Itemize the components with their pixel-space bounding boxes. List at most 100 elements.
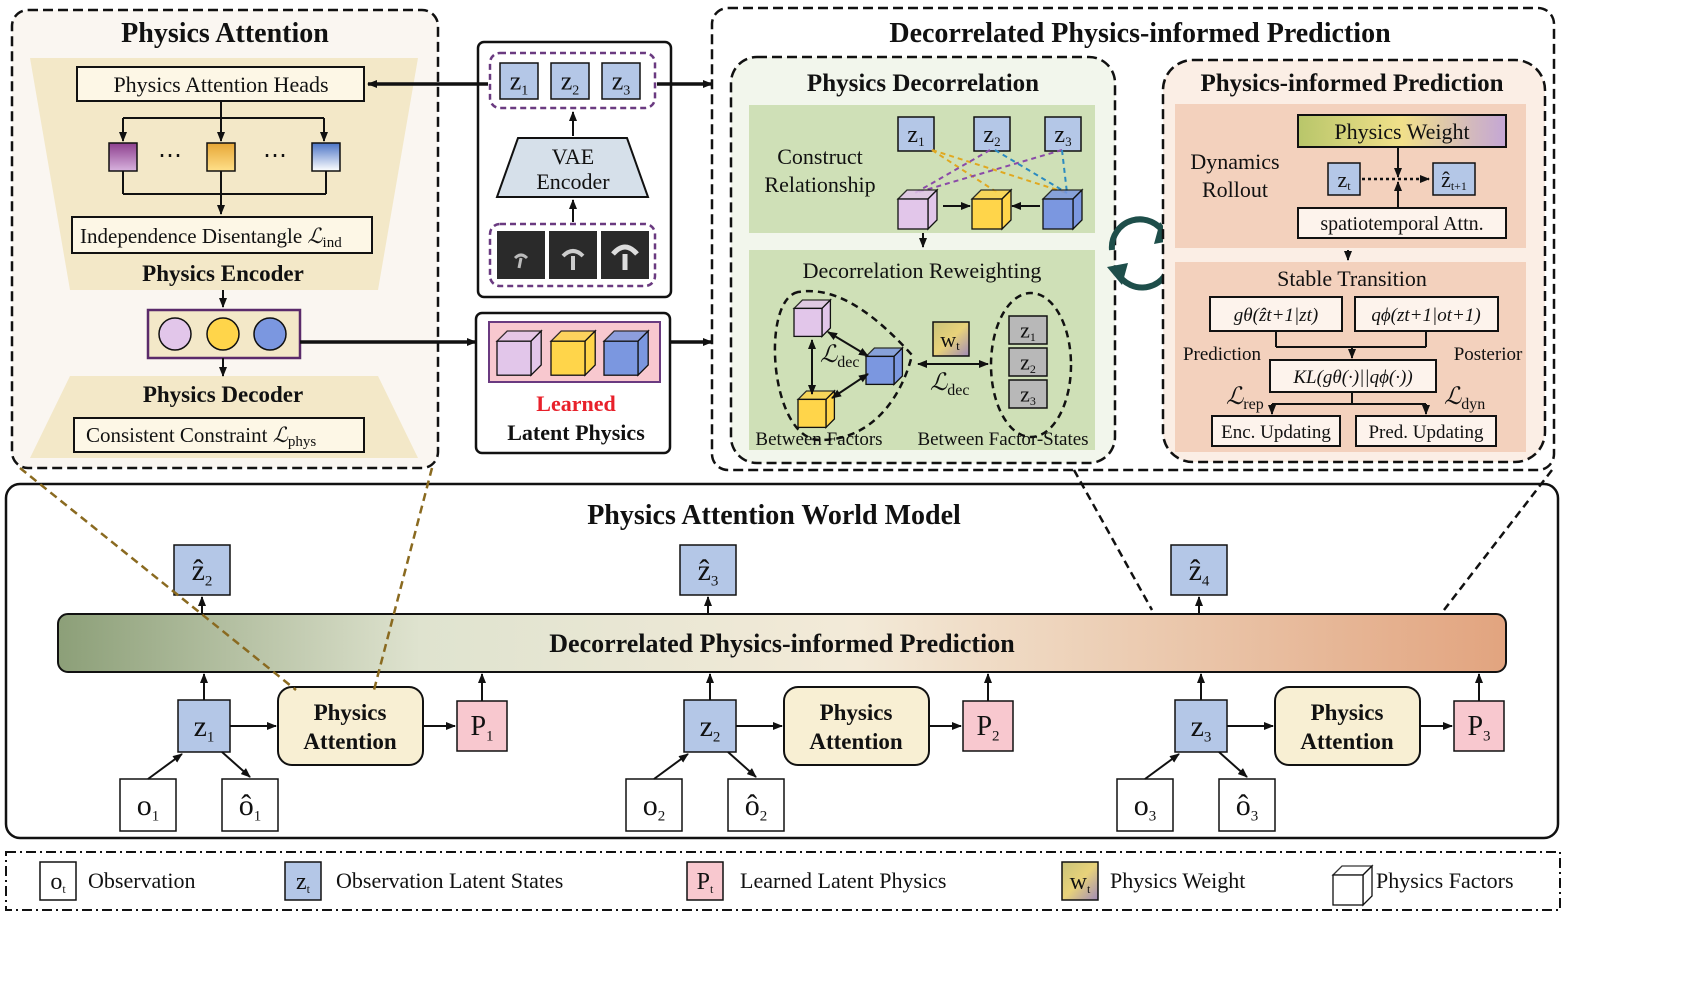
svg-text:z3: z3 bbox=[612, 67, 631, 99]
learned-cube-yellow bbox=[549, 329, 597, 377]
svg-text:o1: o1 bbox=[137, 789, 160, 824]
vae-latent-z2: z2 bbox=[550, 62, 590, 100]
latent-group bbox=[488, 51, 657, 110]
z-box-3: z3 bbox=[1174, 699, 1228, 753]
enc-updating-box bbox=[1211, 415, 1341, 447]
reweight-latent-z3: z3 bbox=[1008, 379, 1048, 409]
ohat-box-1: ô1 bbox=[221, 778, 279, 832]
dyn-zt-box bbox=[1327, 162, 1361, 196]
svg-text:Pt: Pt bbox=[697, 869, 714, 896]
physics-attention-title: Physics Attention bbox=[121, 18, 329, 49]
between-states-label: Between Factor-States bbox=[917, 429, 1088, 450]
legend-label-5: Physics Factors bbox=[1376, 868, 1514, 893]
svg-text:ẑ3: ẑ3 bbox=[698, 554, 719, 589]
l-dec-factors: ℒdec bbox=[820, 342, 860, 371]
physics-weight-box bbox=[1297, 114, 1507, 148]
legend-cube bbox=[1331, 864, 1374, 907]
ohat-box-2: ô2 bbox=[727, 778, 785, 832]
q-box bbox=[1354, 296, 1499, 332]
l-rep-label: ℒrep bbox=[1226, 384, 1264, 413]
attention-head-purple bbox=[108, 142, 138, 172]
svg-text:wt: wt bbox=[1070, 869, 1091, 896]
consistent-label: Consistent Constraint ℒphys bbox=[86, 423, 316, 450]
vae-encoder-shape bbox=[495, 137, 650, 198]
svg-text:z3: z3 bbox=[1054, 122, 1071, 149]
zoom-line-right-2 bbox=[1443, 469, 1553, 611]
svg-text:ô1: ô1 bbox=[239, 789, 262, 824]
construct-cube-yellow bbox=[970, 188, 1013, 231]
consistent-box bbox=[73, 417, 365, 453]
prediction-title: Physics-informed Prediction bbox=[1201, 70, 1504, 97]
l-dyn-label: ℒdyn bbox=[1444, 384, 1485, 413]
legend-sym-4: wt bbox=[1061, 861, 1099, 901]
dyn-zhat-box bbox=[1432, 162, 1476, 196]
svg-text:P1: P1 bbox=[470, 711, 493, 744]
posterior-label: Posterior bbox=[1454, 344, 1523, 365]
svg-text:ẑ2: ẑ2 bbox=[192, 554, 213, 589]
enc-updating-label: Enc. Updating bbox=[1221, 422, 1331, 443]
reweight-cube-purple bbox=[792, 298, 832, 338]
construct-cube-blue bbox=[1041, 188, 1084, 231]
svg-text:ô2: ô2 bbox=[745, 789, 768, 824]
vae-line1: VAE bbox=[552, 144, 594, 169]
learned-latent-physics-panel: Learned Latent Physics bbox=[474, 311, 672, 455]
reweight-latent-z2: z2 bbox=[1008, 347, 1048, 377]
o-box-2: o2 bbox=[625, 778, 683, 832]
kl-box bbox=[1269, 359, 1437, 393]
p-box-2: P2 bbox=[962, 700, 1014, 752]
learned-label: Learned bbox=[536, 391, 615, 416]
svg-text:zt: zt bbox=[296, 869, 311, 896]
construct-latent-z1: z1 bbox=[897, 116, 935, 152]
svg-text:Physics: Physics bbox=[820, 700, 893, 725]
p-box-1: P1 bbox=[456, 700, 508, 752]
legend-sym-2: zt bbox=[284, 861, 322, 901]
observation-frame-1 bbox=[497, 231, 545, 279]
svg-text:z2: z2 bbox=[700, 710, 721, 745]
reweight-latent-z1: z1 bbox=[1008, 315, 1048, 345]
between-states-loop bbox=[989, 291, 1073, 439]
learned-cube-blue bbox=[602, 329, 650, 377]
svg-text:P3: P3 bbox=[1467, 711, 1490, 744]
between-factors-label: Between Factors bbox=[755, 429, 882, 450]
observation-frame-2 bbox=[549, 231, 597, 279]
between-factors-loop bbox=[773, 289, 914, 442]
legend-label-1: Observation bbox=[88, 868, 196, 893]
weight-w-box bbox=[932, 321, 970, 357]
prediction-label: Prediction bbox=[1183, 344, 1262, 365]
factor-circle-purple bbox=[158, 317, 192, 351]
g-box bbox=[1209, 296, 1343, 332]
weight-w-label: wt bbox=[940, 327, 960, 353]
o-box-3: o3 bbox=[1116, 778, 1174, 832]
z-box-2: z2 bbox=[683, 699, 737, 753]
dpip-bar-label: Decorrelated Physics-informed Prediction bbox=[549, 629, 1015, 658]
vae-latent-z1: z1 bbox=[499, 62, 539, 100]
svg-text:z2: z2 bbox=[983, 122, 1000, 149]
l-dec-states: ℒdec bbox=[930, 370, 970, 399]
legend-label-4: Physics Weight bbox=[1110, 868, 1245, 893]
reweight-cube-blue bbox=[864, 346, 904, 386]
attention-heads-label: Physics Attention Heads bbox=[113, 72, 328, 97]
svg-text:z1: z1 bbox=[510, 67, 529, 99]
construct-line2: Relationship bbox=[764, 172, 875, 197]
svg-text:ẑ4: ẑ4 bbox=[1189, 554, 1210, 589]
svg-text:ô3: ô3 bbox=[1236, 789, 1259, 824]
zoom-line-left-1 bbox=[19, 467, 297, 691]
ohat-box-3: ô3 bbox=[1218, 778, 1276, 832]
vae-latent-z3: z3 bbox=[601, 62, 641, 100]
pred-updating-label: Pred. Updating bbox=[1368, 422, 1484, 443]
vae-line2: Encoder bbox=[536, 169, 610, 194]
svg-text:P2: P2 bbox=[976, 711, 999, 744]
factor-circle-blue bbox=[253, 317, 287, 351]
latent-physics-label: Latent Physics bbox=[507, 420, 645, 445]
stable-label: Stable Transition bbox=[1277, 266, 1427, 291]
p-box-3: P3 bbox=[1453, 700, 1505, 752]
reweight-cube-yellow bbox=[796, 389, 836, 429]
factor-circle-yellow bbox=[206, 317, 240, 351]
